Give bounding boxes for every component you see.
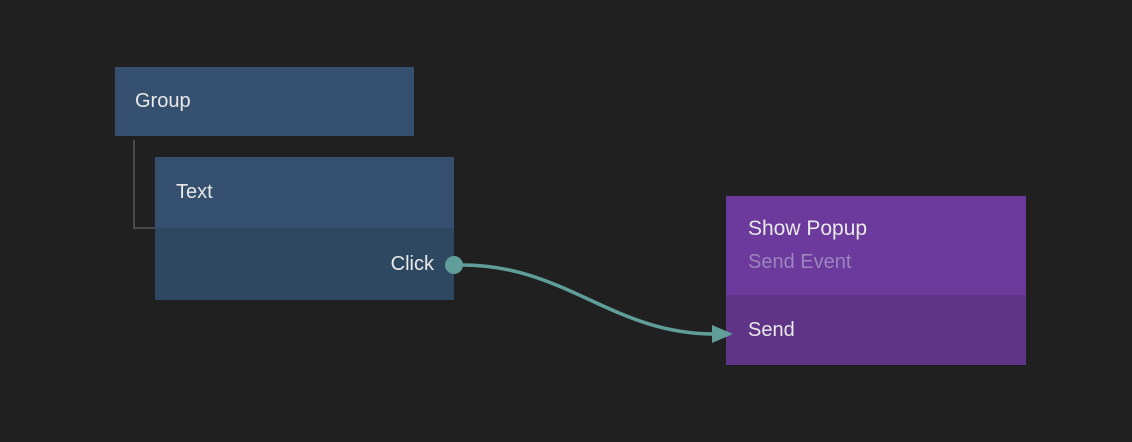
node-text-event-row[interactable]: Click [155,228,454,300]
node-group[interactable]: Group [115,67,414,136]
node-text-title: Text [176,181,213,203]
node-show-popup[interactable]: Show Popup Send Event Send [726,196,1026,365]
connection-wire-path[interactable] [456,263,718,336]
node-group-title: Group [135,90,191,112]
connection-wire[interactable] [445,256,733,343]
node-show-popup-subtitle: Send Event [748,251,852,273]
node-show-popup-header[interactable]: Show Popup Send Event [726,196,1026,295]
node-show-popup-input-row[interactable]: Send [726,295,1026,365]
node-text[interactable]: Text Click [155,157,454,300]
hierarchy-connector-vertical-line [133,140,135,229]
hierarchy-connector-horizontal-line [133,227,155,229]
node-show-popup-title: Show Popup [748,217,868,240]
node-text-header[interactable]: Text [155,157,454,228]
send-input-port-label: Send [748,318,795,341]
click-output-port-label: Click [390,252,434,275]
